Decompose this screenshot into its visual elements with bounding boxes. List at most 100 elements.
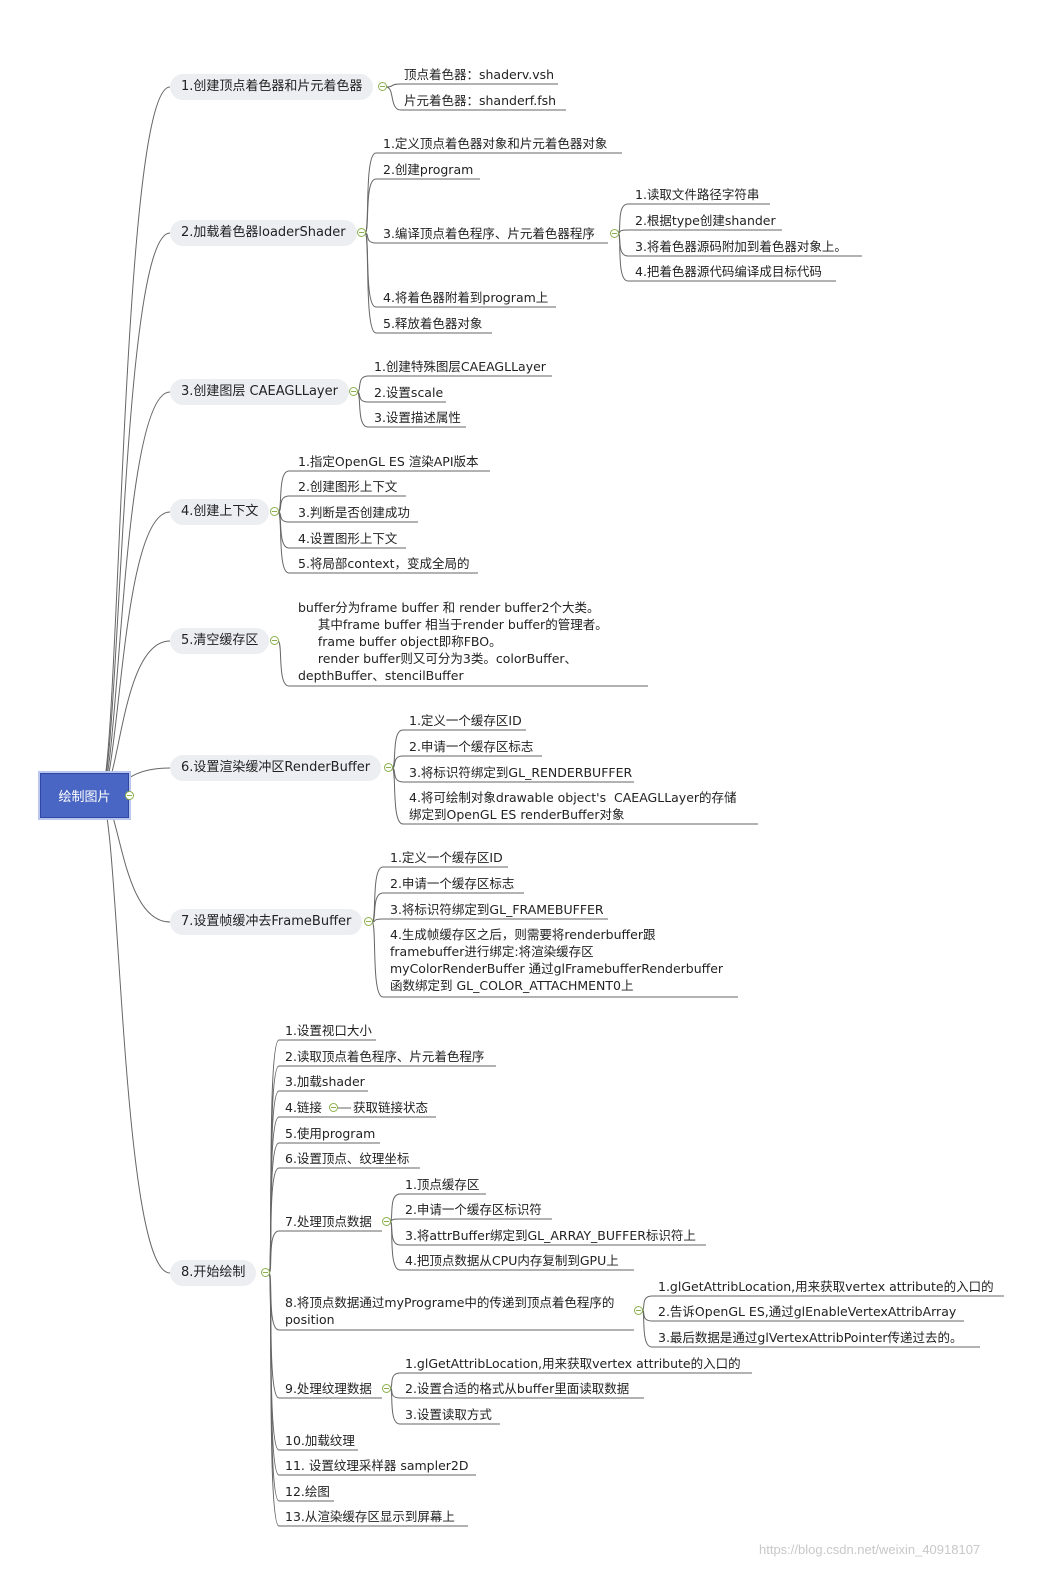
link-status-node[interactable]: 获取链接状态 [353,1100,429,1115]
topic-2-subchild[interactable]: 2.根据type创建shander [635,213,776,228]
connector-line [99,794,171,1274]
topic-8-child[interactable]: 9.处理纹理数据 [285,1381,372,1396]
connector-line [371,921,738,998]
position-step[interactable]: 3.最后数据是通过glVertexAttribPointer传递过去的。 [658,1330,963,1345]
topic-8-child[interactable]: 3.加载shader [285,1074,365,1089]
topic-4-child[interactable]: 5.将局部context，变成全局的 [298,556,470,571]
collapse-toggle-icon[interactable] [610,229,619,238]
position-step[interactable]: 2.告诉OpenGL ES,通过glEnableVertexAttribArra… [658,1304,957,1319]
topic-6[interactable]: 6.设置渲染缓冲区RenderBuffer [170,755,382,781]
vertex-data-step[interactable]: 3.将attrBuffer绑定到GL_ARRAY_BUFFER标识符上 [405,1228,696,1243]
connector-line [617,232,836,282]
topic-3-child[interactable]: 2.设置scale [374,385,444,400]
topic-1[interactable]: 1.创建顶点着色器和片元着色器 [170,74,374,100]
topic-4-child[interactable]: 3.判断是否创建成功 [298,505,410,520]
connector-line [389,1218,552,1222]
topic-7-child[interactable]: 3.将标识符绑定到GL_FRAMEBUFFER [390,902,604,917]
connector-line [99,232,171,796]
connector-line [617,229,782,234]
topic-5-note[interactable]: buffer分为frame buffer 和 render buffer2个大类… [298,600,608,683]
topic-8-child[interactable]: 4.链接 [285,1100,322,1115]
collapse-toggle-icon[interactable] [382,1217,391,1226]
connector-line [277,511,418,523]
topic-2-subchild[interactable]: 3.将着色器源码附加到着色器对象上。 [635,239,847,254]
collapse-toggle-icon[interactable] [378,82,387,91]
topic-3-child[interactable]: 1.创建特殊图层CAEAGLLayer [374,359,546,374]
topic-8-child[interactable]: 12.绘图 [285,1484,330,1499]
topic-8-child[interactable]: 7.处理顶点数据 [285,1214,372,1229]
topic-4-child[interactable]: 2.创建图形上下文 [298,479,398,494]
topic-8[interactable]: 8.开始绘制 [170,1260,257,1286]
collapse-toggle-icon[interactable] [349,387,358,396]
vertex-data-step[interactable]: 4.把顶点数据从CPU内存复制到GPU上 [405,1253,619,1268]
topic-6-child[interactable]: 3.将标识符绑定到GL_RENDERBUFFER [409,765,633,780]
connector-line [277,495,406,513]
connector-line [268,1090,368,1274]
topic-8-child[interactable]: 2.读取顶点着色程序、片元着色程序 [285,1049,485,1064]
topic-4[interactable]: 4.创建上下文 [170,499,270,525]
topic-2-child[interactable]: 2.创建program [383,162,474,177]
topic-7-child[interactable]: 4.生成帧缓存区之后，则需要将renderbuffer跟 framebuffer… [390,927,724,993]
connector-line [364,232,608,244]
topic-3-child[interactable]: 3.设置描述属性 [374,410,461,425]
topic-8-child[interactable]: 11. 设置纹理采样器 sampler2D [285,1458,469,1473]
connector-line [389,1220,634,1271]
collapse-toggle-icon[interactable] [125,791,134,800]
texture-data-step[interactable]: 2.设置合适的格式从buffer里面读取数据 [405,1381,630,1396]
connector-line [364,178,480,234]
connector-line [268,1272,468,1527]
topic-7-child[interactable]: 1.定义一个缓存区ID [390,850,503,865]
collapse-toggle-icon[interactable] [329,1103,338,1112]
texture-data-step[interactable]: 3.设置读取方式 [405,1407,492,1422]
topic-5[interactable]: 5.清空缓存区 [170,628,270,654]
topic-2-subchild[interactable]: 4.把着色器源代码编译成目标代码 [635,264,822,279]
topic-1-child[interactable]: 顶点着色器：shaderv.vsh [404,67,555,82]
topic-3[interactable]: 3.创建图层 CAEAGLLayer [170,379,349,405]
connector-line [99,86,171,796]
topic-7-child[interactable]: 2.申请一个缓存区标志 [390,876,515,891]
topic-4-child[interactable]: 4.设置图形上下文 [298,531,398,546]
collapse-toggle-icon[interactable] [270,507,279,516]
connector-line [385,86,566,111]
topic-8-child[interactable]: 8.将顶点数据通过myPrograme中的传递到顶点着色程序的 position [285,1295,615,1327]
position-step[interactable]: 1.glGetAttribLocation,用来获取vertex attribu… [658,1279,994,1294]
collapse-toggle-icon[interactable] [270,636,279,645]
topic-2-child[interactable]: 1.定义顶点着色器对象和片元着色器对象 [383,136,608,151]
collapse-toggle-icon[interactable] [364,917,373,926]
topic-6-child[interactable]: 2.申请一个缓存区标志 [409,739,534,754]
vertex-data-step[interactable]: 2.申请一个缓存区标识符 [405,1202,542,1217]
vertex-data-step[interactable]: 1.顶点缓存区 [405,1177,480,1192]
connector-line [356,375,552,393]
topic-2[interactable]: 2.加载着色器loaderShader [170,220,357,246]
topic-2-child[interactable]: 5.释放着色器对象 [383,316,483,331]
topic-4-child[interactable]: 1.指定OpenGL ES 渲染API版本 [298,454,479,469]
topic-6-child[interactable]: 4.将可绘制对象drawable object's CAEAGLLayer的存储… [409,790,737,822]
collapse-toggle-icon[interactable] [261,1268,270,1277]
collapse-toggle-icon[interactable] [382,1384,391,1393]
connector-line [391,767,758,825]
connector-line [277,640,648,687]
collapse-toggle-icon[interactable] [357,228,366,237]
topic-8-child[interactable]: 10.加载纹理 [285,1433,355,1448]
topic-8-child[interactable]: 1.设置视口大小 [285,1023,372,1038]
topic-6-child[interactable]: 1.定义一个缓存区ID [409,713,522,728]
collapse-toggle-icon[interactable] [634,1306,643,1315]
topic-1-child[interactable]: 片元着色器：shanderf.fsh [404,93,557,108]
topic-2-child[interactable]: 4.将着色器附着到program上 [383,290,549,305]
collapse-toggle-icon[interactable] [384,763,393,772]
topic-8-child[interactable]: 13.从渲染缓存区显示到屏幕上 [285,1509,455,1524]
watermark: https://blog.csdn.net/weixin_40918107 [759,1542,981,1557]
topic-8-child[interactable]: 5.使用program [285,1126,376,1141]
connector-line [364,232,492,334]
connector-line [385,83,558,88]
texture-data-step[interactable]: 1.glGetAttribLocation,用来获取vertex attribu… [405,1356,741,1371]
topic-7[interactable]: 7.设置帧缓冲去FrameBuffer [170,909,363,935]
topic-2-child[interactable]: 3.编译顶点着色程序、片元着色器程序 [383,226,595,241]
connector-line [277,511,478,574]
topic-2-subchild[interactable]: 1.读取文件路径字符串 [635,187,760,202]
root-topic[interactable]: 绘制图片 [40,773,129,818]
connector-line [371,892,524,923]
topic-8-child[interactable]: 6.设置顶点、纹理坐标 [285,1151,410,1166]
